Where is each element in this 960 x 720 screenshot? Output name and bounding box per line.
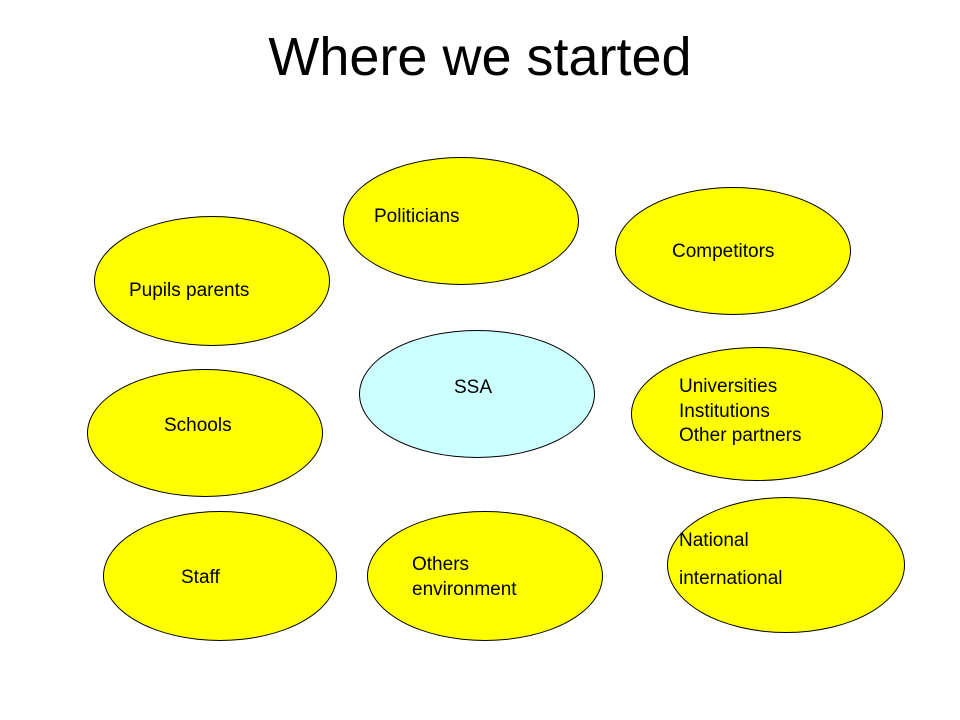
node-pupils-parents xyxy=(94,216,330,346)
node-universities-label: Universities Institutions Other partners xyxy=(679,375,802,449)
node-competitors-label: Competitors xyxy=(672,241,775,262)
node-schools xyxy=(87,369,323,497)
node-others-environment xyxy=(367,511,603,641)
node-others-environment-label: Others environment xyxy=(412,553,517,602)
node-staff xyxy=(103,511,337,641)
node-staff-label: Staff xyxy=(181,567,220,588)
node-politicians-label: Politicians xyxy=(374,206,460,227)
node-universities-line-3: Other partners xyxy=(679,425,802,447)
node-national-line-2: international xyxy=(679,567,783,589)
node-universities-line-2: Institutions xyxy=(679,400,770,422)
node-national-international-label: National international xyxy=(679,529,783,591)
node-universities-line-1: Universities xyxy=(679,376,778,397)
node-universities xyxy=(631,347,883,481)
node-national-international xyxy=(667,497,905,633)
node-ssa xyxy=(359,330,595,458)
node-others-line-2: environment xyxy=(412,578,517,600)
node-national-line-1: National xyxy=(679,530,749,551)
node-politicians xyxy=(343,157,579,285)
node-pupils-parents-label: Pupils parents xyxy=(129,280,250,301)
node-others-line-1: Others xyxy=(412,554,470,575)
node-ssa-label: SSA xyxy=(454,377,493,398)
node-schools-label: Schools xyxy=(164,415,232,436)
node-competitors xyxy=(615,187,851,315)
slide-title: Where we started xyxy=(268,27,692,87)
